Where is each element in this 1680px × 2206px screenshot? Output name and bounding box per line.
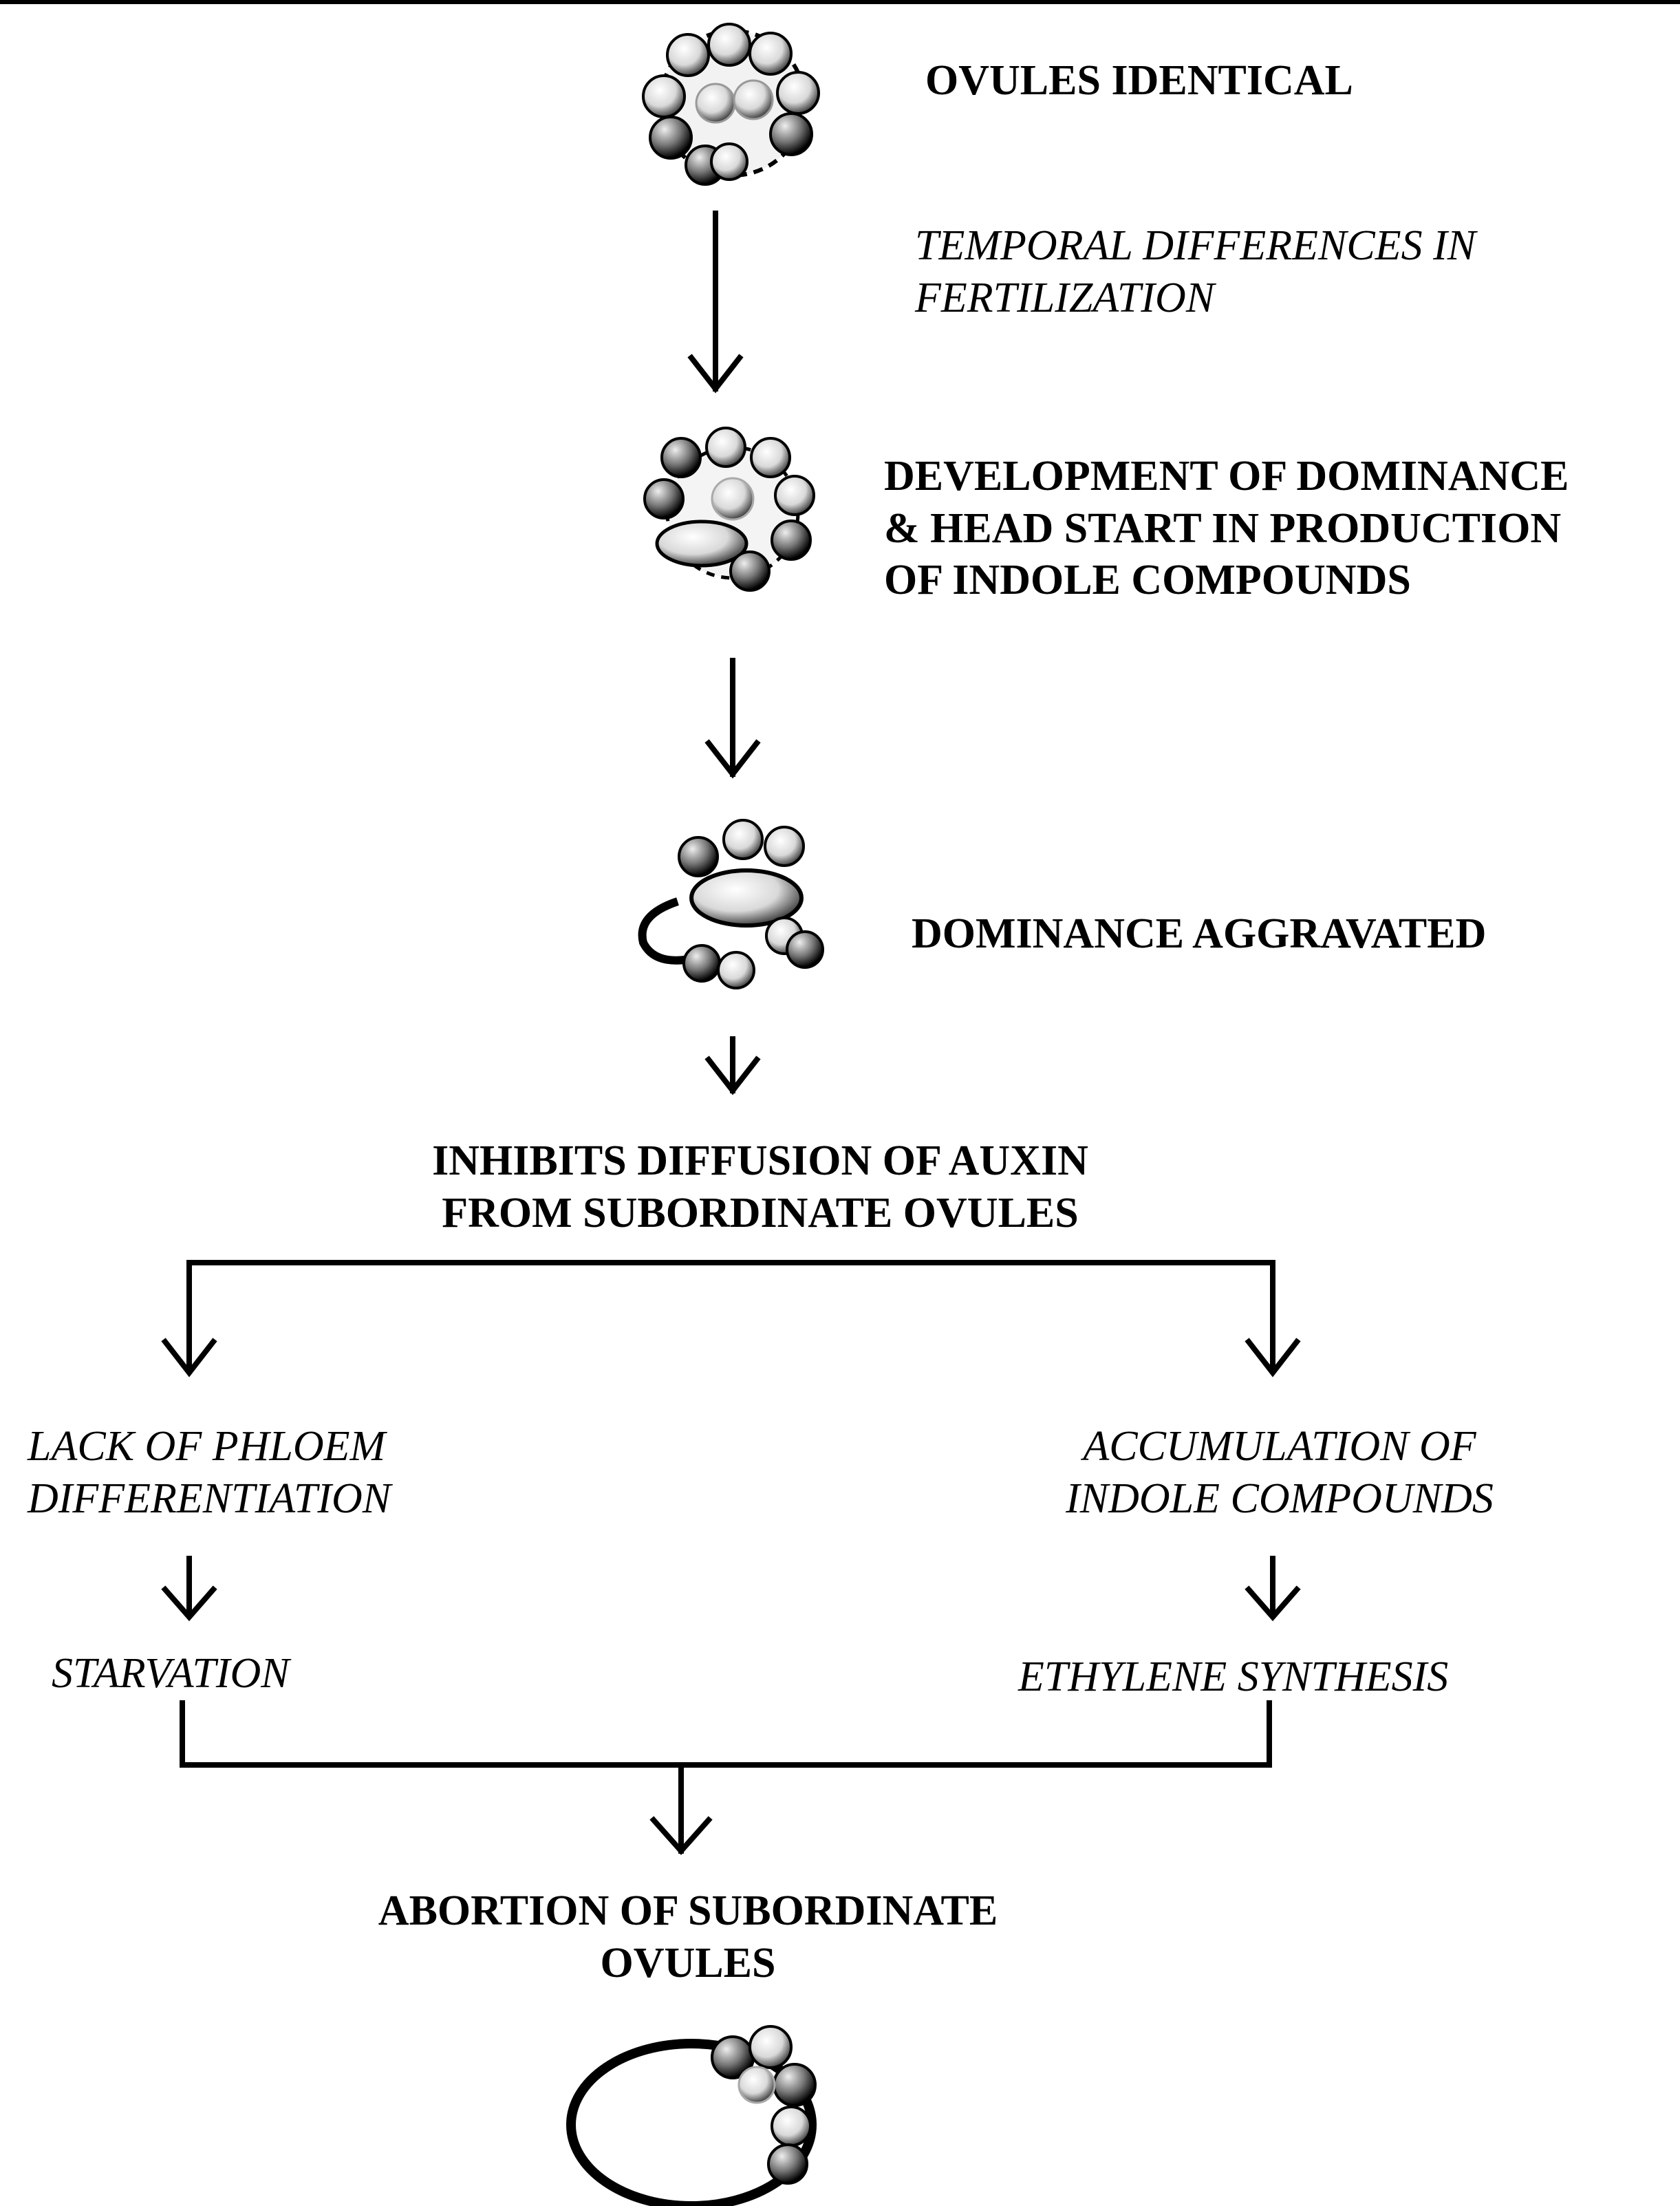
label-development-of-dominance: DEVELOPMENT OF DOMINANCE & HEAD START IN… (884, 453, 1569, 604)
merge-connector (180, 1700, 1272, 1856)
arrow-down-1 (687, 211, 744, 394)
label-lack-of-phloem: LACK OF PHLOEM DIFFERENTIATION (28, 1423, 391, 1522)
label-starvation: STARVATION (52, 1650, 290, 1697)
aborted-ovules-icon (566, 2025, 817, 2206)
branch-connector (161, 1260, 1301, 1378)
ovule-cluster-icon (642, 23, 820, 186)
arrow-right-branch (1245, 1556, 1301, 1622)
arrow-left-branch (161, 1556, 217, 1622)
label-inhibits-diffusion: INHIBITS DIFFUSION OF AUXIN FROM SUBORDI… (432, 1137, 1088, 1236)
top-border-line (0, 0, 1680, 4)
label-dominance-aggravated: DOMINANCE AGGRAVATED (912, 910, 1487, 957)
arrow-down-2 (704, 658, 761, 779)
label-ovules-identical: OVULES IDENTICAL (925, 57, 1353, 104)
dominant-ovule-icon (643, 427, 815, 592)
label-temporal-differences: TEMPORAL DIFFERENCES IN FERTILIZATION (915, 222, 1476, 321)
arrow-down-3 (704, 1036, 761, 1095)
label-abortion-of-subordinate: ABORTION OF SUBORDINATE OVULES (378, 1887, 998, 1987)
aggravated-ovule-icon (638, 819, 824, 989)
label-accumulation-of-indole: ACCUMULATION OF INDOLE COMPOUNDS (1066, 1423, 1494, 1522)
label-ethylene-synthesis: ETHYLENE SYNTHESIS (1018, 1653, 1449, 1700)
